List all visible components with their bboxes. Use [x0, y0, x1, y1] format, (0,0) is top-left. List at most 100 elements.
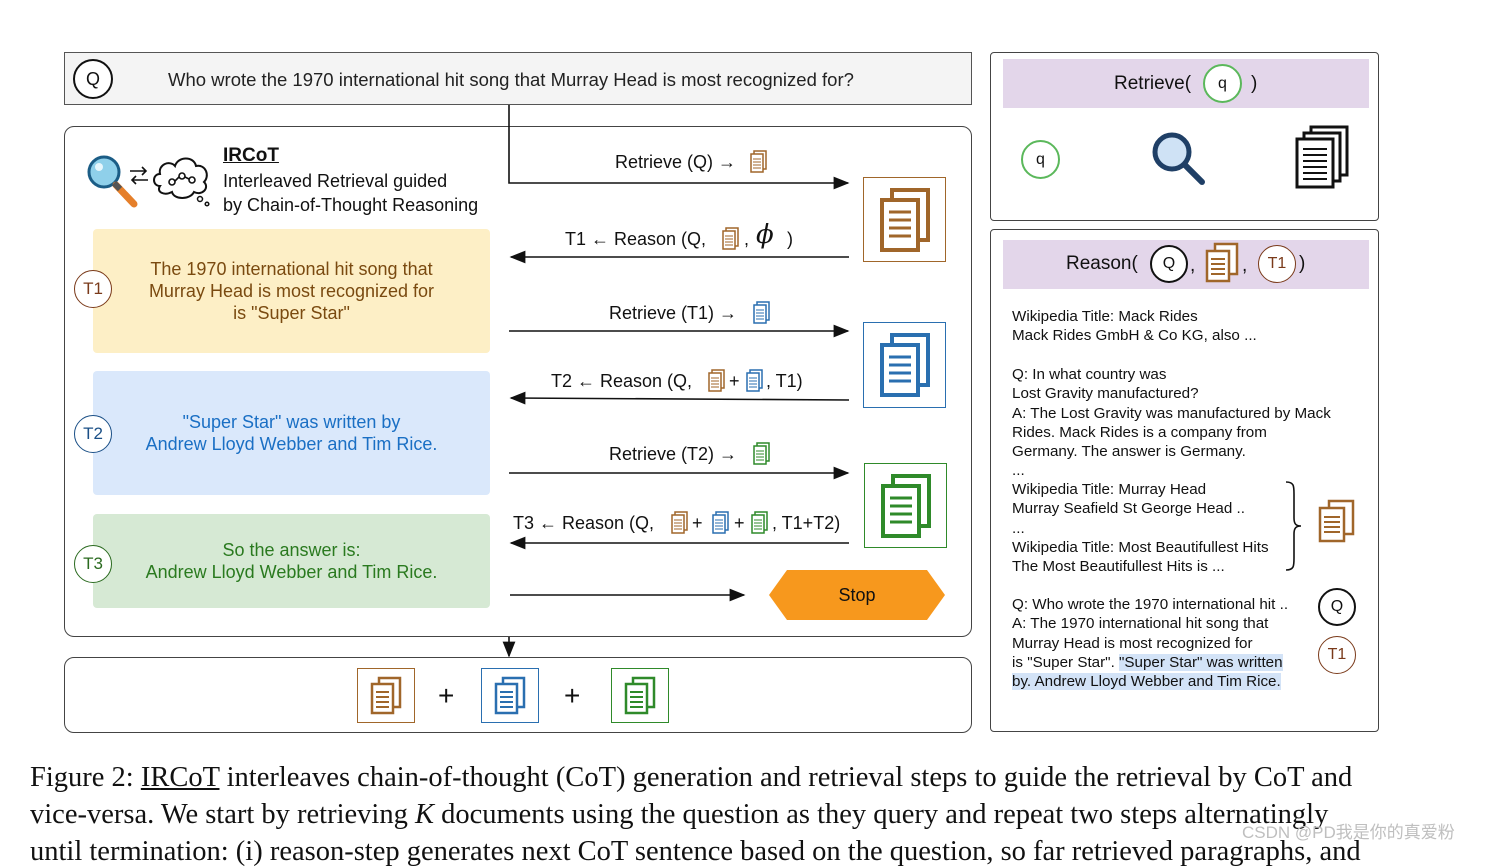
reason-block-4: Q: Who wrote the 1970 international hit … [1012, 595, 1288, 691]
ircot-subtitle-1: Interleaved Retrieval guided [223, 171, 448, 191]
document-icon [1205, 242, 1239, 283]
reason-line: Mack Rides GmbH & Co KG, also ... [1012, 327, 1257, 345]
ircot-subtitle-2: by Chain-of-Thought Reasoning [223, 195, 479, 215]
phi-symbol: ϕ [756, 220, 774, 250]
document-icon [624, 676, 656, 714]
step-retrieve-t2: Retrieve (T2) → [609, 444, 738, 464]
output-doc-blue [481, 668, 539, 723]
reason-comma: , [1242, 255, 1248, 276]
document-stack-icon [880, 473, 931, 538]
document-icon [370, 676, 402, 714]
thought-cloud-icon [153, 157, 210, 207]
reason-line: Murray Seafield St George Head .. [1012, 500, 1245, 518]
reason-line: A: The 1970 international hit song that [1012, 615, 1269, 633]
document-stack-icon [879, 187, 930, 252]
thought-t1-line: The 1970 international hit song that [150, 259, 433, 279]
thought-t2-line: "Super Star" was written by [182, 412, 401, 432]
caption-k: K [414, 799, 434, 830]
q-marker: Q [73, 59, 113, 99]
document-icon [494, 676, 526, 714]
stop-label: Stop [838, 585, 876, 605]
document-icon [750, 150, 767, 173]
reason-line: ... [1012, 519, 1025, 537]
document-icon [671, 511, 688, 534]
reason-plain-text: is "Super Star". [1012, 653, 1120, 671]
step-reason-t2-suffix: , T1) [766, 371, 803, 391]
document-icon [708, 369, 725, 392]
thought-t2-line: Andrew Lloyd Webber and Tim Rice. [145, 434, 438, 454]
reason-t1-arg: T1 [1258, 245, 1296, 283]
ircot-title: IRCoT [223, 145, 279, 166]
retrieve-panel-header [1003, 59, 1369, 108]
output-doc-brown [357, 668, 415, 723]
retrieved-docs-green [864, 463, 947, 548]
search-icon [87, 155, 138, 208]
caption-line-1: Figure 2: IRCoT interleaves chain-of-tho… [30, 762, 1352, 794]
output-doc-green [611, 668, 669, 723]
document-icon [712, 511, 729, 534]
step-reason-t3: T3 ← Reason (Q, [513, 513, 655, 533]
retrieve-q-input: q [1021, 140, 1060, 179]
thought-t1-line: Murray Head is most recognized for [148, 281, 435, 301]
step-retrieve-q: Retrieve (Q) → [615, 152, 737, 172]
reason-highlight: "Super Star" was written [1119, 653, 1283, 671]
reason-line: Wikipedia Title: Mack Rides [1012, 308, 1198, 325]
question-bar: Q Who wrote the 1970 international hit s… [64, 52, 972, 105]
reason-line: Rides. Mack Rides is a company from [1012, 423, 1267, 441]
reason-line: Murray Head is most recognized for [1012, 634, 1253, 652]
document-icon [751, 511, 768, 534]
retrieve-title-prefix: Retrieve( [1114, 73, 1192, 94]
reason-line: is "Super Star". "Super Star" was writte… [1012, 653, 1288, 672]
thought-t3-line: Andrew Lloyd Webber and Tim Rice. [145, 562, 438, 582]
reason-title-suffix: ) [1299, 253, 1306, 274]
stop-shape [769, 570, 945, 620]
exchange-arrows-icon [130, 166, 148, 185]
plus-sign: + [729, 371, 740, 391]
step-reason-t3-suffix: , T1+T2) [772, 513, 841, 533]
caption-text: documents using the question as they que… [433, 799, 1329, 830]
t3-marker: T3 [74, 545, 112, 583]
flow-arrows [502, 105, 1277, 658]
reason-q-marker: Q [1318, 588, 1356, 626]
plus-sign: + [692, 513, 703, 533]
retrieved-docs-blue [863, 322, 946, 408]
document-icon [1318, 499, 1355, 543]
thought-t3-line: So the answer is: [222, 540, 361, 560]
document-icon [722, 227, 739, 250]
reason-line: The Most Beautifullest Hits is ... [1012, 558, 1225, 576]
reason-line: A: The Lost Gravity was manufactured by … [1012, 404, 1331, 422]
step-reason-t2: T2 ← Reason (Q, [551, 371, 693, 391]
caption-line-2: vice-versa. We start by retrieving K doc… [30, 799, 1328, 831]
caption-line-3: until termination: (i) reason-step gener… [30, 836, 1361, 867]
reason-highlight: by. Andrew Lloyd Webber and Tim Rice. [1012, 673, 1281, 691]
step-reason-t1-close: ) [787, 229, 793, 249]
reason-panel [990, 229, 1379, 732]
thought-t3: So the answer is:Andrew Lloyd Webber and… [93, 514, 490, 608]
reason-line: Q: Who wrote the 1970 international hit … [1012, 596, 1289, 613]
reason-line: Germany. The answer is Germany. [1012, 443, 1246, 461]
plus-sign: + [438, 680, 455, 711]
retrieve-q-arg: q [1203, 64, 1242, 103]
reason-line: Lost Gravity manufactured? [1012, 385, 1199, 403]
reason-line: Wikipedia Title: Most Beautifullest Hits [1012, 538, 1269, 556]
reason-line: ... [1012, 462, 1025, 480]
document-icon [753, 442, 770, 465]
reason-line: Wikipedia Title: Murray Head [1012, 481, 1207, 498]
reason-q-arg: Q [1150, 245, 1188, 283]
reason-block-1: Wikipedia Title: Mack Rides Mack Rides G… [1012, 307, 1257, 346]
retrieved-docs-brown [863, 177, 946, 262]
thought-t1-line: is "Super Star" [233, 303, 350, 323]
reason-line: Q: In what country was [1012, 366, 1167, 383]
question-text: Who wrote the 1970 international hit son… [168, 69, 854, 90]
t1-marker: T1 [74, 270, 112, 308]
t2-marker: T2 [74, 415, 112, 453]
caption-text: interleaves chain-of-thought (CoT) gener… [219, 762, 1353, 793]
watermark: CSDN @PD我是你的真爱粉 [1242, 823, 1455, 842]
reason-comma: , [1190, 255, 1196, 276]
plus-sign: + [734, 513, 745, 533]
document-icon [746, 369, 763, 392]
caption-ircot: IRCoT [140, 762, 220, 793]
step-reason-t1: T1 ← Reason (Q, [565, 229, 707, 249]
document-icon [753, 301, 770, 324]
